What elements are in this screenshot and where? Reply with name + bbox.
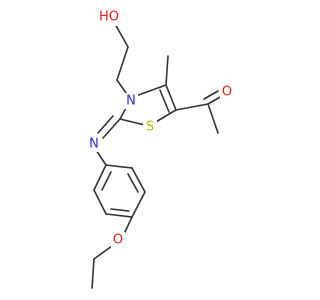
- bond-carbonyl-o-double: [203, 90, 219, 100]
- ether-oxygen-halo: [111, 232, 125, 248]
- bond-ar-ether-o: [123, 216, 133, 235]
- bond-ar4-ar5: [131, 191, 146, 218]
- sulfur-halo: [143, 119, 157, 135]
- bond-carbonyl-o: [207, 95, 223, 105]
- ring-nitrogen-label: N: [126, 94, 136, 109]
- atom-labels: HO N S O N O: [87, 8, 234, 248]
- bond-c4-c5: [165, 84, 177, 111]
- bond-aromatic-inner-1: [101, 171, 112, 191]
- ring-nitrogen-halo: [124, 93, 138, 109]
- bond-ch2-ch2: [116, 46, 129, 81]
- carbonyl-oxygen-label: O: [222, 85, 232, 100]
- sulfur-label: S: [146, 120, 154, 135]
- bond-n-aryl: [95, 149, 107, 166]
- molecule-structure-diagram: HO N S O N O: [87, 8, 234, 289]
- bond-c4-methyl: [165, 55, 169, 86]
- hydroxyl-label: HO: [99, 10, 119, 25]
- ether-oxygen-label: O: [113, 233, 123, 248]
- bond-c2-imine-n-double: [97, 115, 114, 134]
- bond-ar2-ar3: [93, 189, 107, 215]
- bond-ho-ch2: [113, 21, 129, 48]
- bond-n-c4: [132, 84, 167, 98]
- imine-nitrogen-label: N: [89, 137, 99, 152]
- bond-aromatic-inner-3: [127, 173, 139, 193]
- bond-c5-carbonyl: [175, 103, 209, 111]
- hydroxyl-halo: [96, 8, 124, 26]
- bonds: [91, 21, 223, 289]
- bond-aromatic-inner-2: [110, 208, 130, 212]
- bond-c2-imine-n: [102, 118, 121, 139]
- bond-c4-c5-double: [159, 89, 170, 113]
- bond-ch2-ch3: [91, 258, 95, 289]
- bond-ar1-ar2: [93, 164, 107, 191]
- bond-ether-o-ch2: [93, 245, 113, 260]
- bond-ar6-ar1: [105, 164, 133, 169]
- bond-carbonyl-methyl: [207, 103, 219, 134]
- molecule-svg: HO N S O N O: [87, 8, 234, 289]
- carbonyl-oxygen-halo: [220, 84, 234, 100]
- bond-ar3-ar4: [105, 213, 133, 218]
- bond-ar5-ar6: [131, 167, 146, 193]
- imine-nitrogen-halo: [87, 136, 101, 152]
